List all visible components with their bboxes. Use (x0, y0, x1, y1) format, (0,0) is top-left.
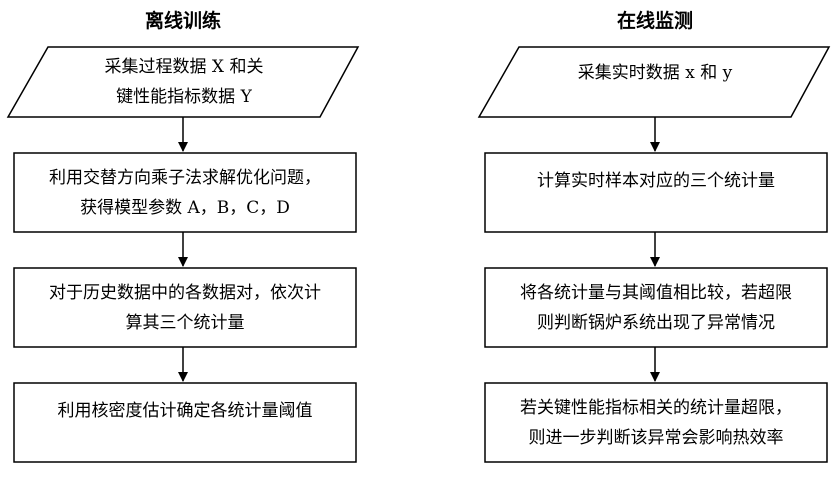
right-step-4-text: 若关键性能指标相关的统计量超限， 则进一步判断该异常会影响热效率 (485, 383, 827, 462)
right-step-1-text: 采集实时数据 x 和 y (496, 47, 814, 99)
right-column-title: 在线监测 (555, 6, 755, 33)
right-step-2-text: 计算实时样本对应的三个统计量 (485, 153, 827, 209)
left-step-4-text: 利用核密度估计确定各统计量阈值 (14, 383, 356, 439)
left-step-1-text: 采集过程数据 X 和关 键性能指标数据 Y (25, 47, 343, 117)
left-step-3-text: 对于历史数据中的各数据对，依次计 算其三个统计量 (14, 268, 356, 347)
right-step-3-line-2: 则判断锅炉系统出现了异常情况 (537, 308, 775, 338)
left-step-3-line-2: 算其三个统计量 (126, 308, 245, 338)
right-step-4-line-2: 则进一步判断该异常会影响热效率 (529, 423, 784, 453)
left-step-1-line-1: 采集过程数据 X 和关 (105, 52, 264, 82)
right-step-2-line-1: 计算实时样本对应的三个统计量 (537, 166, 775, 196)
left-step-2-text: 利用交替方向乘子法求解优化问题， 获得模型参数 A，B，C，D (14, 153, 356, 232)
left-step-1-line-2: 键性能指标数据 Y (116, 82, 252, 112)
right-step-4-line-1: 若关键性能指标相关的统计量超限， (520, 393, 792, 423)
left-step-2-line-1: 利用交替方向乘子法求解优化问题， (49, 163, 321, 193)
left-step-3-line-1: 对于历史数据中的各数据对，依次计 (49, 278, 321, 308)
left-step-2-line-2: 获得模型参数 A，B，C，D (80, 193, 290, 223)
right-step-1-line-1: 采集实时数据 x 和 y (578, 58, 732, 88)
left-column-title: 离线训练 (83, 6, 283, 33)
right-step-3-text: 将各统计量与其阈值相比较，若超限 则判断锅炉系统出现了异常情况 (485, 268, 827, 347)
left-step-4-line-1: 利用核密度估计确定各统计量阈值 (58, 396, 313, 426)
right-step-3-line-1: 将各统计量与其阈值相比较，若超限 (520, 278, 792, 308)
